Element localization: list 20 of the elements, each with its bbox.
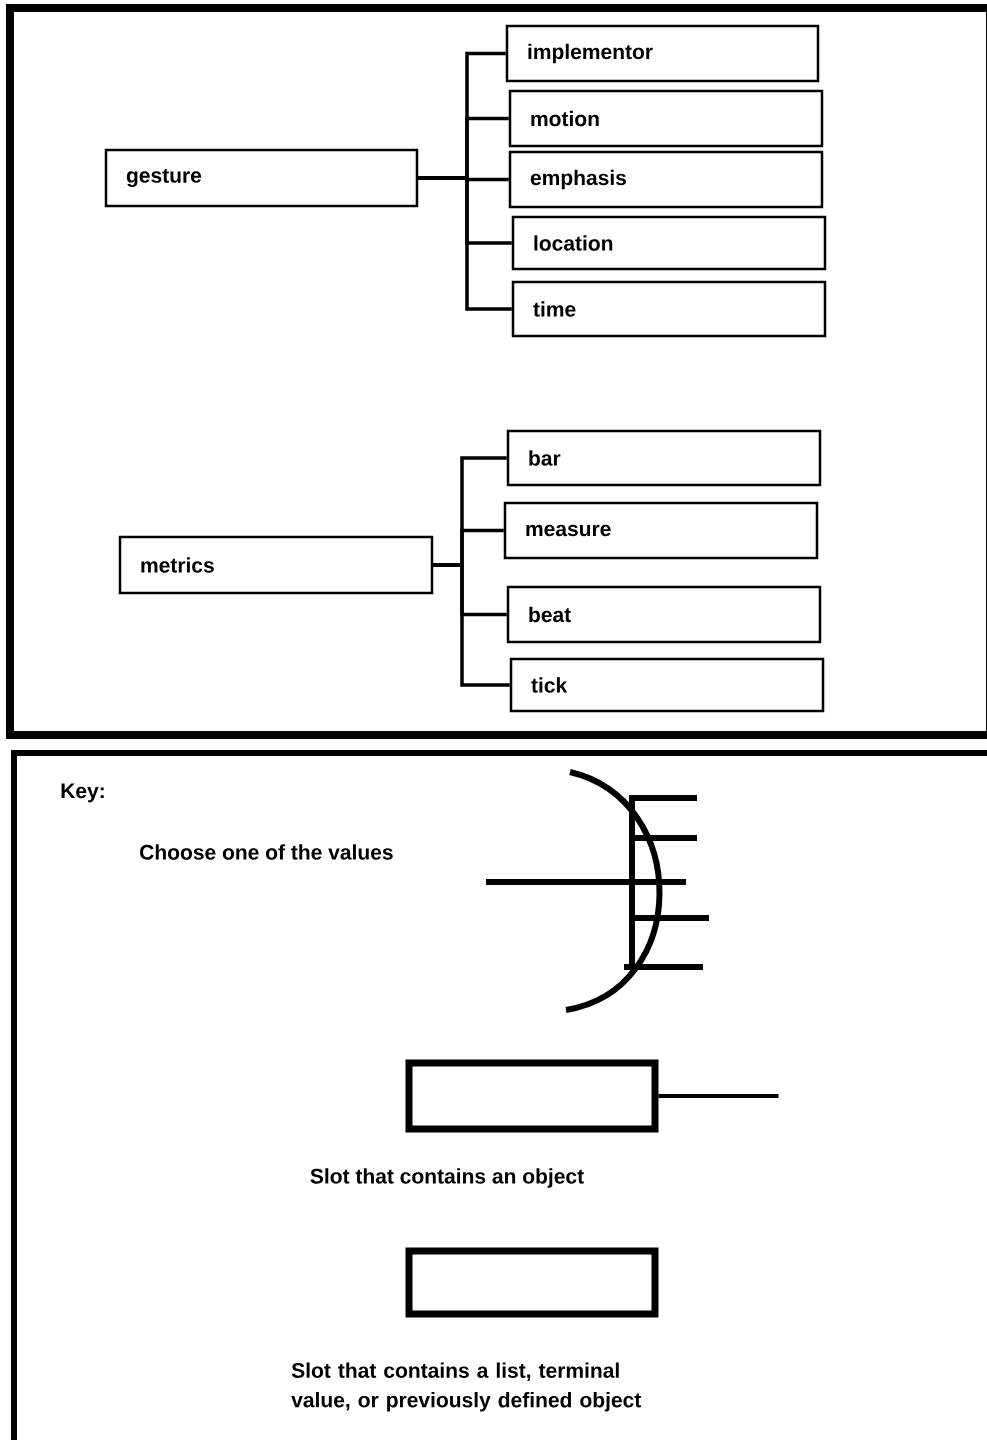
- slot-box: emphasis: [508, 150, 824, 209]
- slot-box: metrics: [118, 535, 434, 595]
- caption-text: Slot that contains an object: [310, 1168, 584, 1188]
- slot-box: location: [511, 215, 827, 271]
- slot-box: motion: [508, 89, 824, 148]
- slot-box: measure: [503, 501, 819, 560]
- slot-box: [405, 1247, 659, 1318]
- slot-box: [405, 1059, 659, 1133]
- caption-text: Slot that contains a list, terminal value, or previously defined object: [291, 1362, 642, 1412]
- slot-box: bar: [506, 429, 822, 487]
- slot-box: gesture: [104, 148, 419, 208]
- connector-line: [418, 176, 512, 311]
- key-text: Choose one of the values: [140, 844, 393, 860]
- key-text: Key:: [61, 783, 104, 803]
- slot-box: tick: [509, 657, 825, 713]
- slot-box: time: [511, 280, 827, 338]
- connector-line: [658, 1094, 779, 1098]
- slot-box: implementor: [505, 24, 820, 83]
- connector-line: [433, 563, 510, 687]
- slot-box: beat: [506, 585, 822, 644]
